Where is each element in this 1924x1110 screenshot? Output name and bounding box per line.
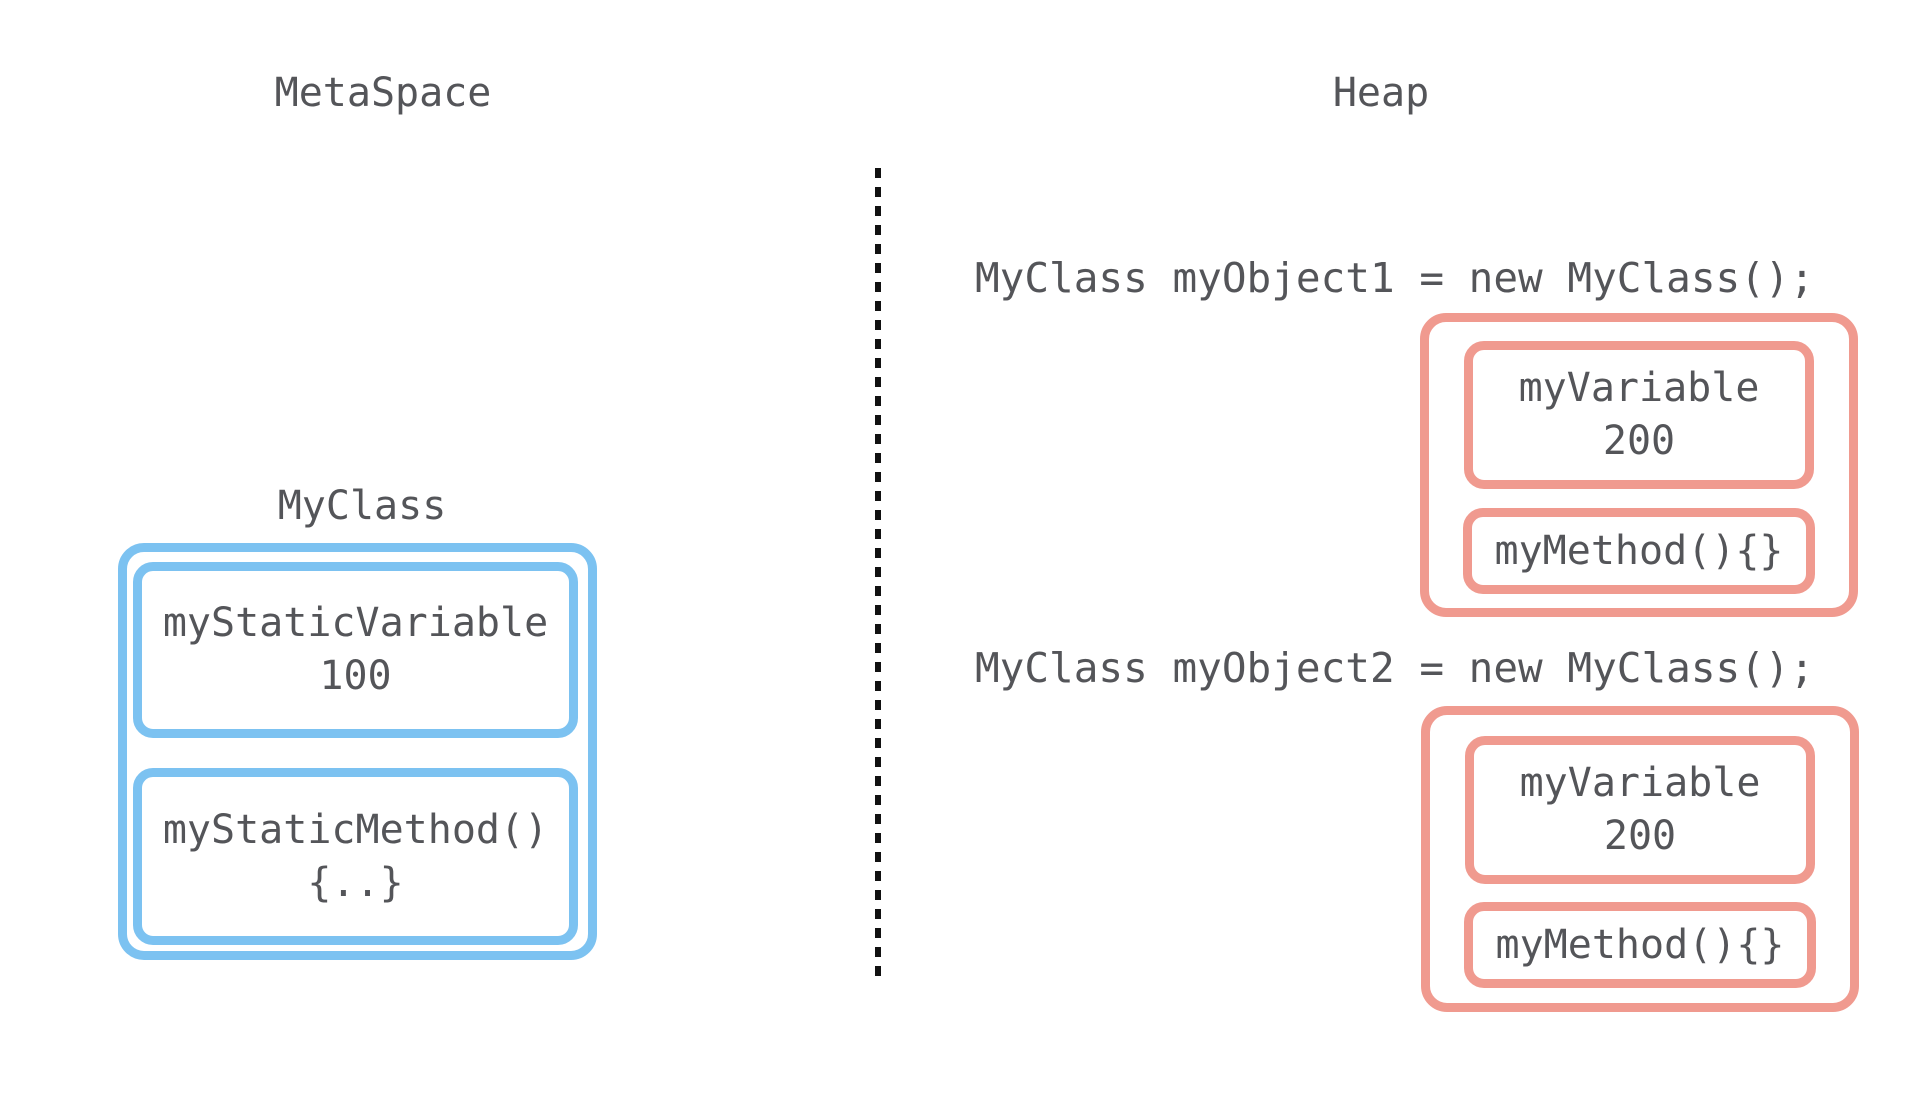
myclass-box: myStaticVariable 100 myStaticMethod() {.…: [118, 543, 597, 960]
object2-variable-value: 200: [1603, 813, 1677, 859]
static-method-box: myStaticMethod() {..}: [133, 768, 578, 945]
static-variable-box: myStaticVariable 100: [133, 562, 578, 738]
object2-box: myVariable 200 myMethod(){}: [1421, 706, 1859, 1012]
metaspace-title: MetaSpace: [274, 70, 492, 116]
static-method-name: myStaticMethod(): [162, 806, 549, 853]
object1-declaration-code: MyClass myObject1 = new MyClass();: [975, 254, 1815, 302]
object1-method-box: myMethod(){}: [1463, 508, 1815, 594]
object2-declaration-code: MyClass myObject2 = new MyClass();: [975, 644, 1815, 692]
object2-variable-box: myVariable 200: [1465, 736, 1815, 884]
object1-method-name: myMethod(){}: [1494, 527, 1784, 574]
static-variable-value: 100: [319, 653, 392, 699]
static-variable-name: myStaticVariable: [162, 600, 549, 646]
static-method-body: {..}: [307, 859, 404, 906]
object1-variable-name: myVariable: [1518, 365, 1760, 411]
object1-box: myVariable 200 myMethod(){}: [1420, 313, 1858, 617]
object2-variable-name: myVariable: [1519, 760, 1761, 806]
object1-variable-box: myVariable 200: [1464, 341, 1814, 489]
heap-title: Heap: [1332, 70, 1430, 116]
object1-variable-value: 200: [1602, 418, 1676, 464]
object2-method-box: myMethod(){}: [1464, 902, 1816, 988]
myclass-label: MyClass: [277, 483, 447, 529]
object2-method-name: myMethod(){}: [1495, 921, 1785, 968]
metaspace-heap-divider: [875, 168, 881, 976]
